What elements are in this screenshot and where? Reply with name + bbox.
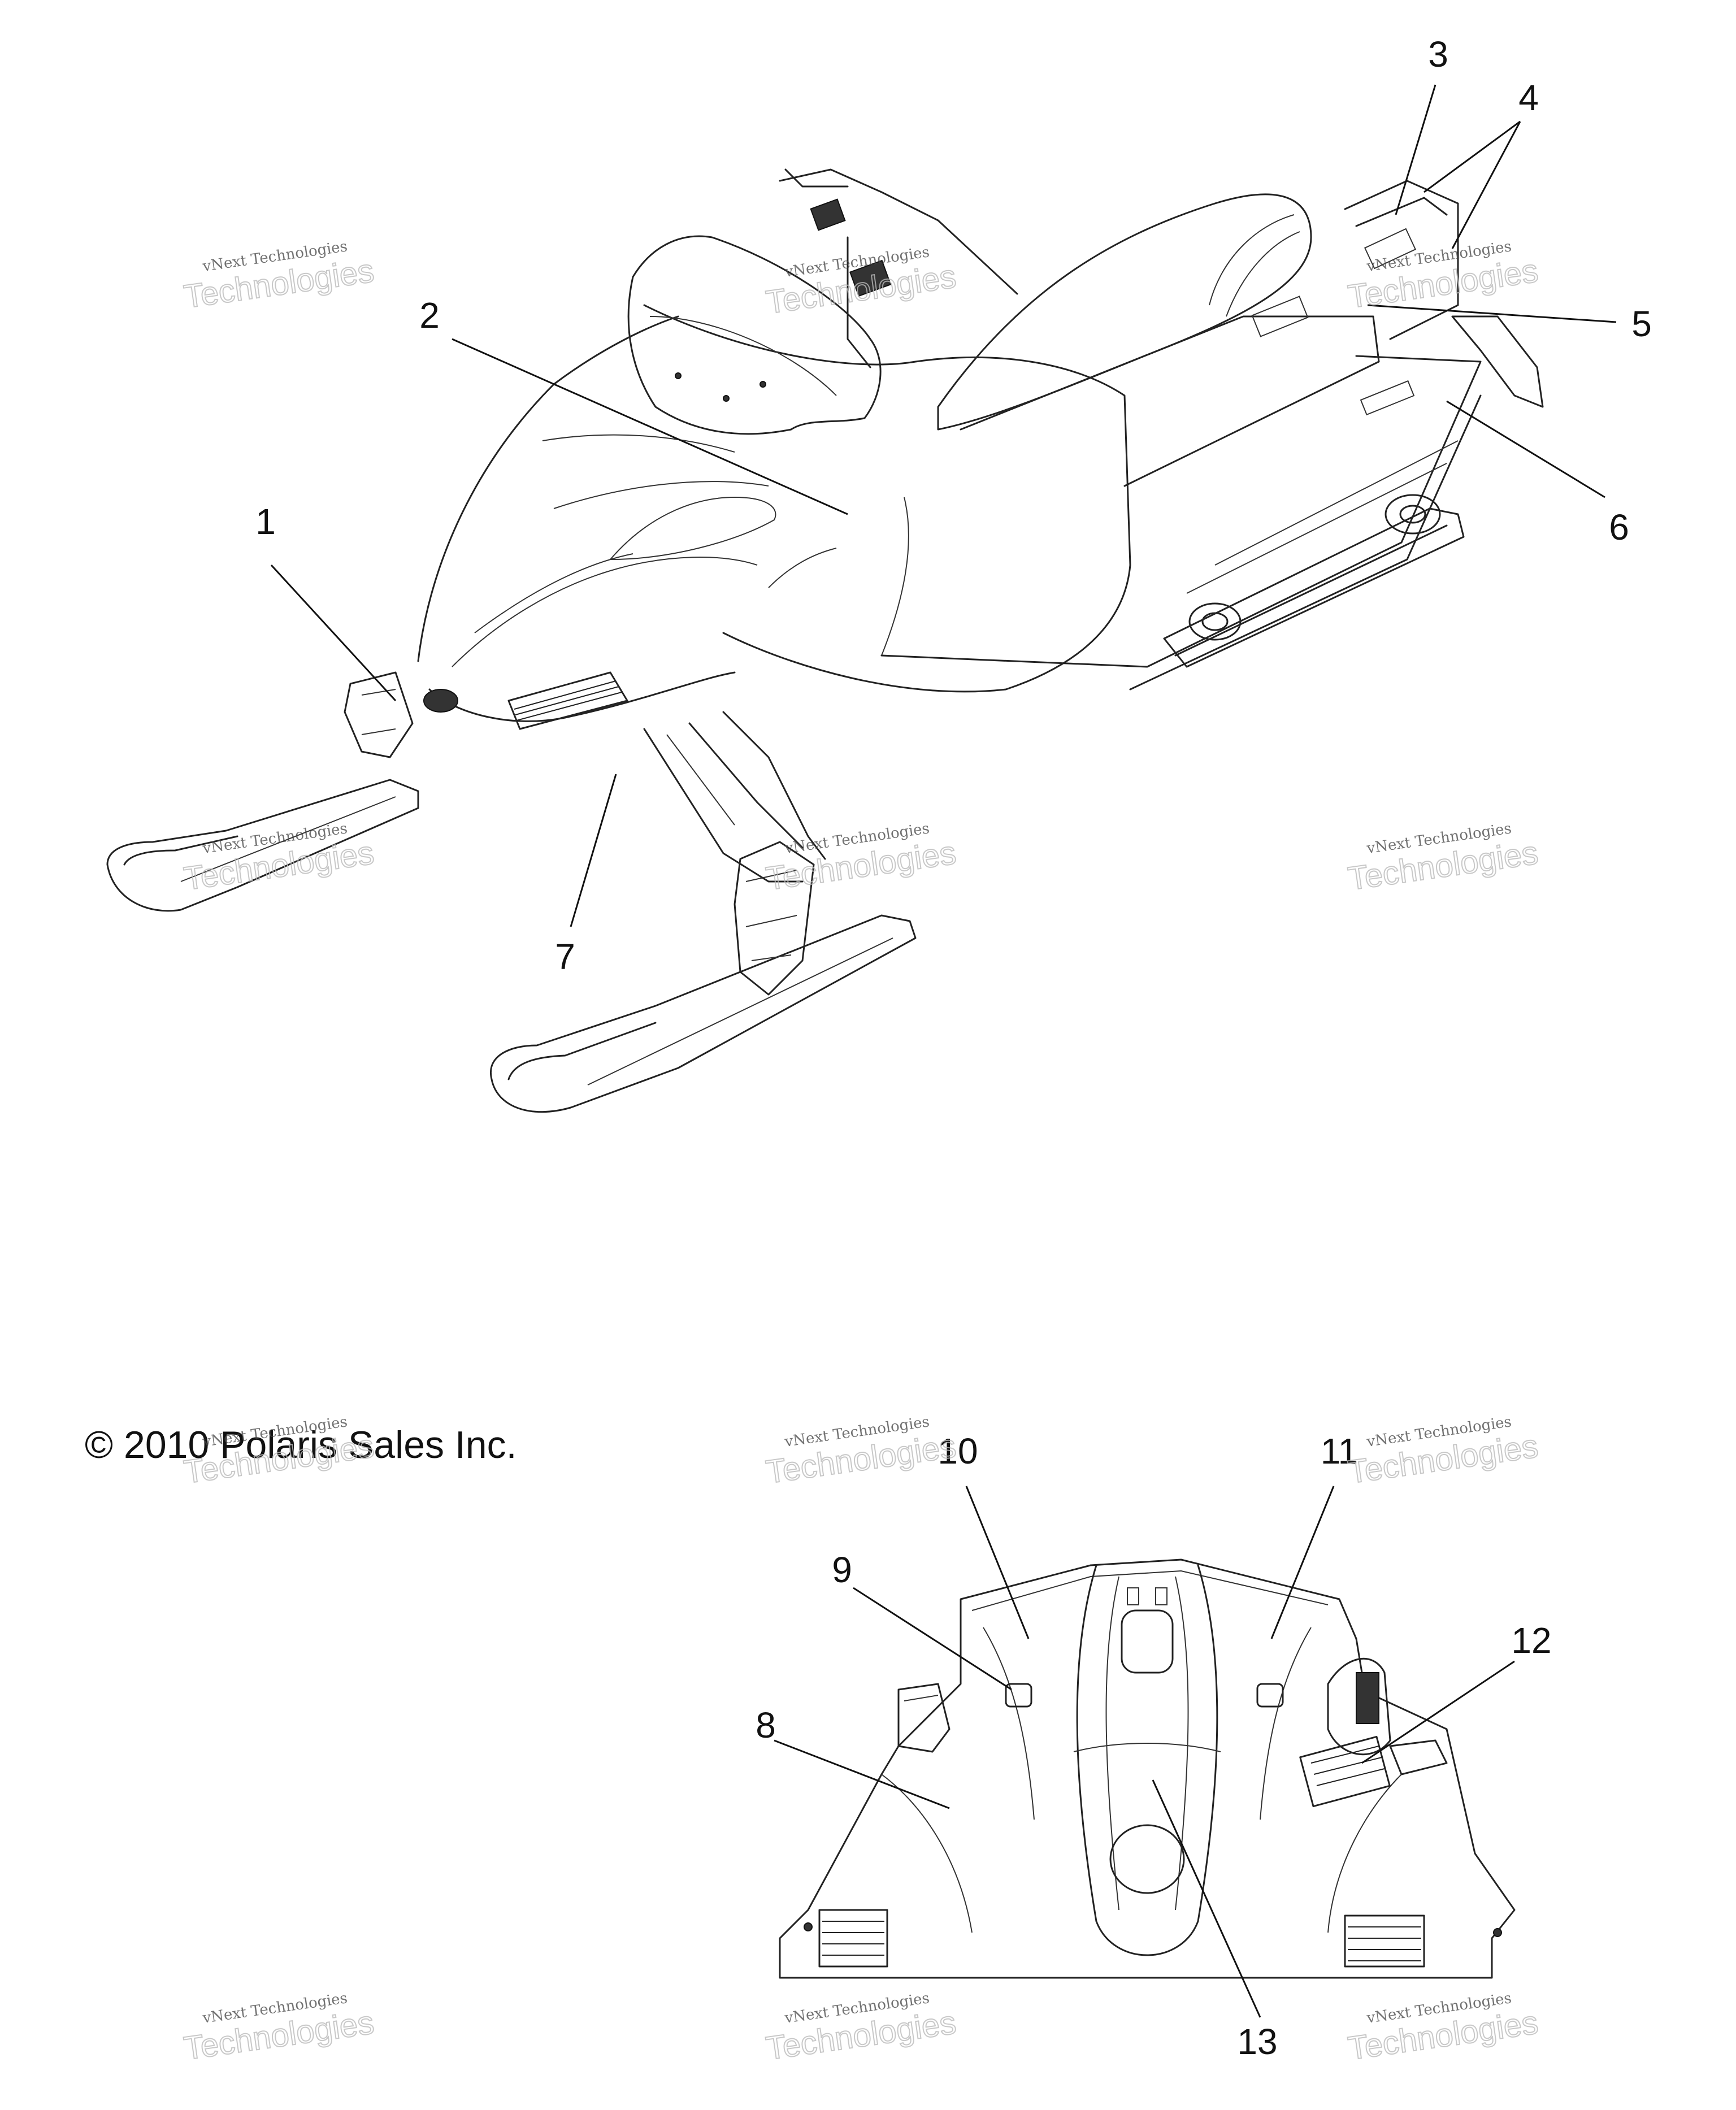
callout-5: 5: [1631, 303, 1652, 344]
watermark: Technologies vNext Technologies: [1346, 1413, 1541, 1491]
watermark: Technologies vNext Technologies: [763, 820, 959, 898]
hood-top-view-drawing: [779, 1558, 1516, 1979]
watermark: Technologies vNext Technologies: [181, 820, 377, 898]
callout-4: 4: [1518, 77, 1539, 118]
watermark: Technologies vNext Technologies: [1346, 238, 1541, 316]
watermark: Technologies vNext Technologies: [181, 1990, 377, 2068]
watermark: Technologies vNext Technologies: [1346, 820, 1541, 898]
callout-11: 11: [1321, 1431, 1358, 1471]
callout-2: 2: [419, 295, 440, 336]
callout-7: 7: [555, 936, 575, 977]
callout-9: 9: [832, 1549, 852, 1590]
snowmobile-drawing: [106, 168, 1544, 1113]
copyright-notice: © 2010 Polaris Sales Inc.: [85, 1423, 517, 1466]
watermark: Technologies vNext Technologies: [181, 238, 377, 316]
callout-13: 13: [1237, 2021, 1277, 2062]
hood-vents: [818, 1735, 1425, 1968]
callout-6: 6: [1609, 507, 1629, 548]
watermark: Technologies vNext Technologies: [1346, 1990, 1541, 2068]
callout-12: 12: [1511, 1620, 1551, 1661]
front-grill: [514, 680, 622, 721]
watermark: Technologies vNext Technologies: [181, 1413, 377, 1491]
watermark: Technologies vNext Technologies: [763, 244, 959, 322]
leader-lines: [270, 84, 1617, 2018]
callout-labels: 1 2 3 4 5 6 7 8 9 10 11 12 13: [255, 34, 1652, 2062]
callout-10: 10: [938, 1431, 978, 1471]
callout-3: 3: [1428, 34, 1448, 75]
watermark: Technologies vNext Technologies: [763, 1413, 959, 1491]
watermark: Technologies vNext Technologies: [763, 1990, 959, 2068]
watermarks: Technologies vNext Technologies Technolo…: [181, 238, 1541, 2068]
callout-1: 1: [255, 501, 276, 542]
callout-8: 8: [756, 1705, 776, 1746]
